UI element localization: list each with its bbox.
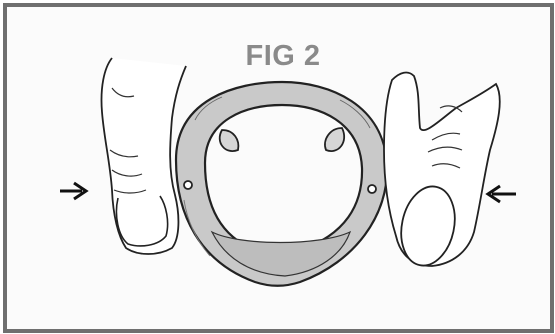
right-thumb: [384, 73, 500, 271]
arrow-right-icon: [60, 183, 86, 199]
right-hole: [368, 185, 376, 193]
left-thumb: [101, 58, 186, 254]
ring-object: [176, 82, 387, 286]
arrow-left-icon: [488, 186, 516, 202]
left-hole: [184, 181, 192, 189]
